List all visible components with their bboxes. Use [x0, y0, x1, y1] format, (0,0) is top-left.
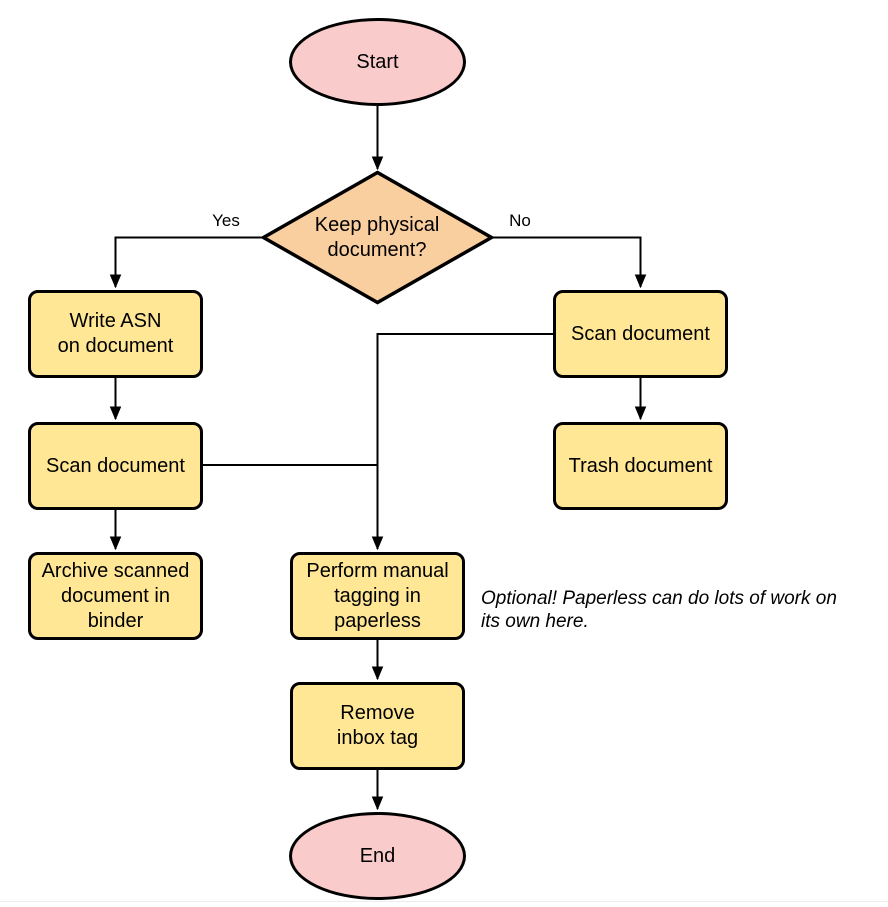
node-start-label: Start — [356, 50, 399, 73]
node-end: End — [289, 812, 466, 900]
node-archive-label: Archive scanned document in binder — [41, 559, 190, 632]
edge-label-no: No — [509, 211, 531, 230]
node-scan-document-left: Scan document — [28, 422, 203, 510]
optional-note-text: Optional! Paperless can do lots of work … — [481, 588, 837, 632]
node-scan-left-label: Scan document — [46, 454, 185, 477]
node-write-asn-on-document: Write ASN on document — [28, 290, 203, 378]
node-start: Start — [289, 18, 466, 106]
node-write-asn-label: Write ASN on document — [57, 310, 174, 357]
edge-decision-no-to-scan-right — [491, 236, 641, 288]
edge-scan-right-to-tagging — [378, 333, 553, 549]
node-decision-label: Keep physical document? — [314, 213, 440, 261]
node-archive-scanned-document: Archive scanned document in binder — [28, 552, 203, 640]
node-remove-inbox-label: Remove inbox tag — [336, 702, 419, 749]
edge-label-yes: Yes — [212, 211, 240, 230]
node-scan-right-label: Scan document — [571, 322, 710, 345]
node-trash-label: Trash document — [568, 454, 713, 477]
node-scan-document-right: Scan document — [553, 290, 728, 378]
node-decision-keep-physical-document: Keep physical document? — [272, 195, 482, 280]
page-bottom-divider — [0, 901, 888, 902]
node-perform-manual-tagging: Perform manual tagging in paperless — [290, 552, 465, 640]
edge-decision-yes-to-write-asn — [116, 236, 264, 288]
node-tagging-label: Perform manual tagging in paperless — [306, 559, 449, 632]
node-trash-document: Trash document — [553, 422, 728, 510]
node-end-label: End — [359, 844, 396, 867]
node-remove-inbox-tag: Remove inbox tag — [290, 682, 465, 770]
decision-diamond-shape — [259, 170, 496, 305]
